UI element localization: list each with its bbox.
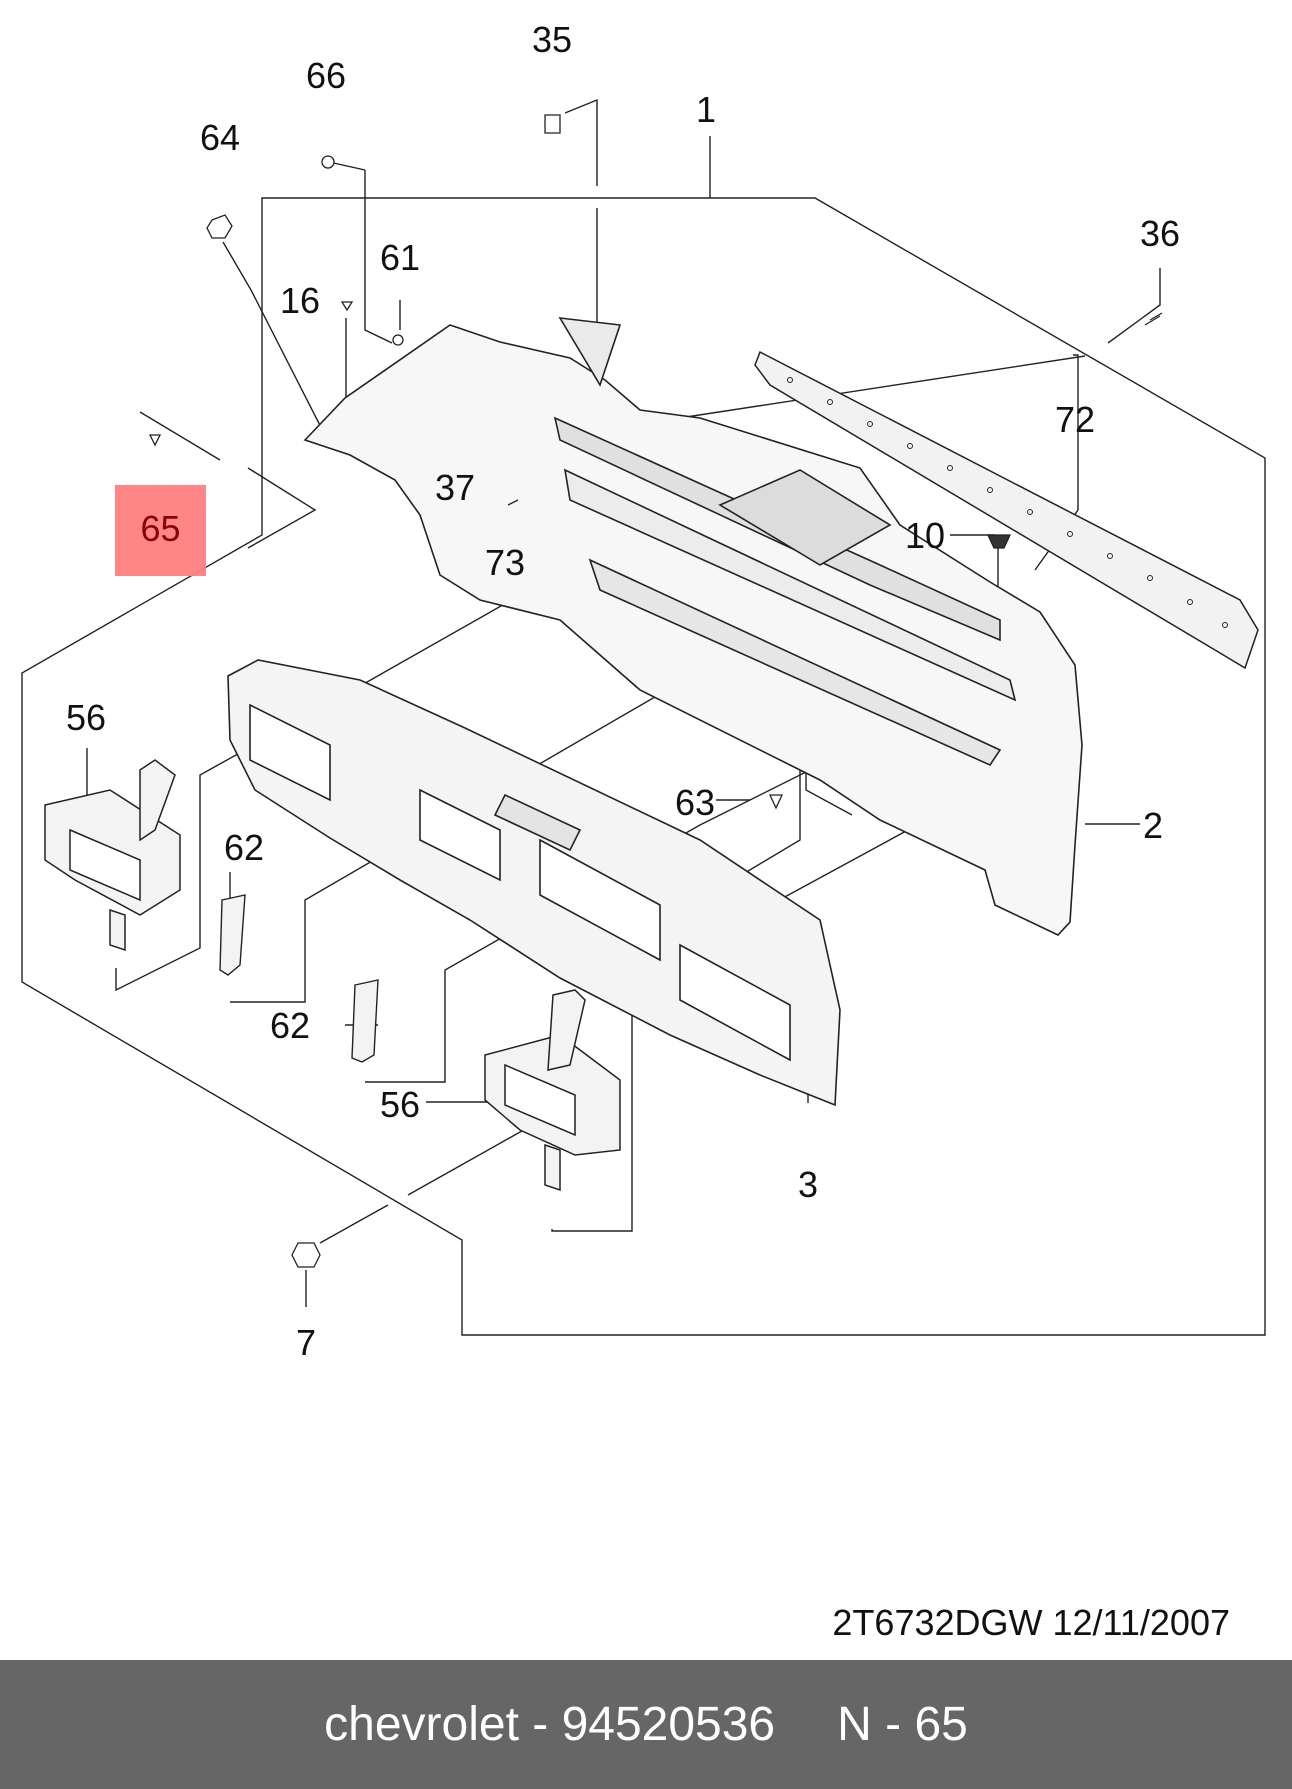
callout-36[interactable]: 36 (1140, 213, 1181, 254)
footer-bar: chevrolet - 94520536 N - 65 (0, 1660, 1292, 1789)
drawing-code: 2T6732DGW 12/11/2007 (832, 1602, 1230, 1643)
callout-2[interactable]: 2 (1143, 805, 1164, 846)
callout-66[interactable]: 66 (306, 55, 347, 96)
callout-10[interactable]: 10 (905, 515, 946, 556)
callout-56-right[interactable]: 56 (380, 1084, 421, 1125)
reinforcement-strip (754, 350, 1259, 670)
callout-64[interactable]: 64 (200, 117, 241, 158)
callout-37[interactable]: 37 (435, 467, 476, 508)
callout-1[interactable]: 1 (696, 89, 717, 130)
footer-part-number: chevrolet - 94520536 (324, 1698, 776, 1751)
callout-35[interactable]: 35 (532, 19, 573, 60)
callout-61[interactable]: 61 (380, 237, 421, 278)
callout-62-upper[interactable]: 62 (224, 827, 265, 868)
screw-65 (148, 434, 162, 447)
nut-64 (206, 214, 233, 239)
highlight-marker (115, 485, 206, 576)
callout-65[interactable]: 65 (140, 508, 181, 549)
callout-16[interactable]: 16 (280, 280, 321, 321)
callout-7[interactable]: 7 (296, 1322, 317, 1363)
screw-63 (768, 794, 784, 810)
nut-66 (321, 155, 335, 169)
callout-62-lower[interactable]: 62 (270, 1005, 311, 1046)
screw-16 (340, 301, 354, 312)
footer-page-ref: N - 65 (837, 1698, 968, 1751)
callout-3[interactable]: 3 (798, 1164, 819, 1205)
small-bracket-lower (351, 979, 379, 1063)
clip-35 (544, 114, 561, 134)
callout-63[interactable]: 63 (675, 782, 716, 823)
nut-7 (291, 1242, 321, 1268)
screw-73 (507, 499, 519, 506)
nut-61 (392, 334, 404, 346)
callout-56-left[interactable]: 56 (66, 697, 107, 738)
parts-diagram (21, 98, 1266, 1336)
small-bracket-upper (219, 894, 246, 976)
clip-10 (986, 534, 1012, 549)
callout-73[interactable]: 73 (485, 542, 526, 583)
screw-36 (1144, 312, 1163, 326)
assembly-boundary (21, 197, 1266, 1336)
callout-72[interactable]: 72 (1055, 399, 1096, 440)
